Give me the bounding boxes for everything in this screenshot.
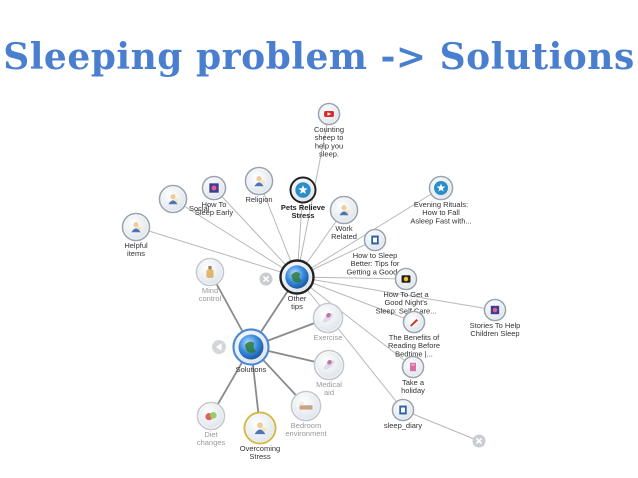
document-icon bbox=[371, 235, 379, 245]
link-other-tips-to-good-nights-sleep bbox=[296, 276, 407, 280]
camera-icon bbox=[401, 275, 411, 283]
pencil-icon bbox=[410, 319, 418, 327]
link-other-tips-to-social bbox=[172, 198, 298, 278]
bottle-icon bbox=[206, 266, 214, 278]
node-sleep-diary[interactable]: sleep_diary bbox=[384, 398, 423, 431]
globe-icon bbox=[238, 334, 264, 360]
close-icon[interactable] bbox=[472, 434, 486, 448]
link-other-tips-to-sleep-diary bbox=[296, 276, 404, 411]
node-exercise[interactable]: Exercise bbox=[312, 302, 344, 343]
node-social[interactable]: Social bbox=[158, 184, 210, 214]
link-other-tips-to-helpful-items bbox=[135, 226, 298, 278]
close-icon[interactable] bbox=[259, 272, 273, 286]
node-label-solutions: Solutions bbox=[236, 365, 267, 374]
star-icon bbox=[434, 181, 448, 195]
person-icon bbox=[168, 194, 179, 205]
bed-icon bbox=[299, 401, 313, 410]
person-icon bbox=[254, 422, 267, 435]
pill-icon bbox=[323, 359, 335, 370]
link-sleep-diary-to-close bbox=[402, 409, 480, 442]
image-icon bbox=[209, 183, 219, 193]
person-icon bbox=[339, 205, 350, 216]
back-arrow-icon[interactable] bbox=[212, 340, 226, 354]
image-icon bbox=[490, 305, 500, 315]
person-icon bbox=[131, 222, 142, 233]
star-icon bbox=[295, 182, 311, 198]
pill-icon bbox=[322, 312, 334, 323]
globe-icon bbox=[285, 265, 309, 289]
node-label-religion: Religion bbox=[245, 195, 272, 204]
node-label-sleep-diary: sleep_diary bbox=[384, 421, 423, 430]
fruit-icon bbox=[205, 412, 217, 421]
node-religion[interactable]: Religion bbox=[244, 166, 274, 205]
node-solutions[interactable]: Solutions bbox=[232, 328, 270, 375]
link-other-tips-to-how-to-sleep-early bbox=[213, 187, 298, 278]
node-label-exercise: Exercise bbox=[314, 333, 343, 342]
link-other-tips-to-benefits-reading bbox=[296, 276, 415, 323]
person-icon bbox=[254, 176, 265, 187]
link-other-tips-to-take-a-holiday bbox=[296, 276, 414, 368]
page-icon bbox=[410, 362, 416, 372]
page-title: Sleeping problem -> Solutions bbox=[3, 36, 635, 78]
node-label-social: Social bbox=[189, 204, 210, 213]
youtube-icon bbox=[324, 111, 334, 117]
link-other-tips-to-stories-children bbox=[296, 276, 496, 311]
document-icon bbox=[399, 405, 407, 415]
